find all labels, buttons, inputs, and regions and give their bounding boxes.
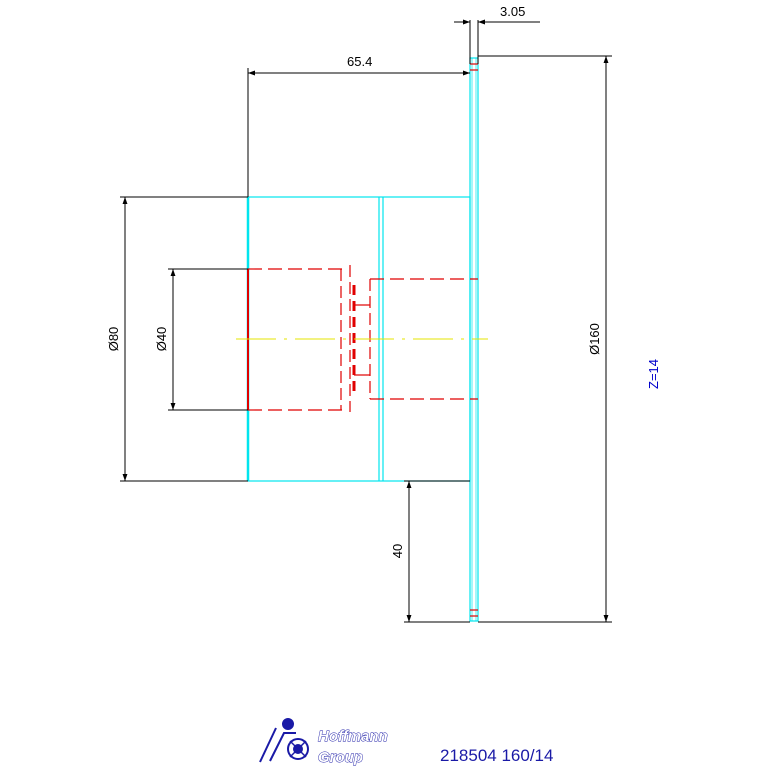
dim-disc-width: 3.05 [500,4,525,19]
dim-overall-length: 65.4 [347,54,372,69]
logo-line-1: Hoffmann [318,728,388,745]
disc-edge-marks [470,63,478,617]
dim-hub-diameter: Ø80 [106,327,121,352]
dim-bore-diameter: Ø40 [154,327,169,352]
dimension-lines [120,19,612,623]
logo-line-2: Group [318,749,363,766]
part-number: 218504 160/14 [440,746,553,765]
dim-radial-depth: 40 [390,544,405,558]
dim-outer-diameter: Ø160 [587,323,602,355]
logo-emblem-icon [259,718,309,763]
hoffmann-logo: Hoffmann Group [259,718,388,766]
tooth-count-label: Z=14 [646,359,661,389]
